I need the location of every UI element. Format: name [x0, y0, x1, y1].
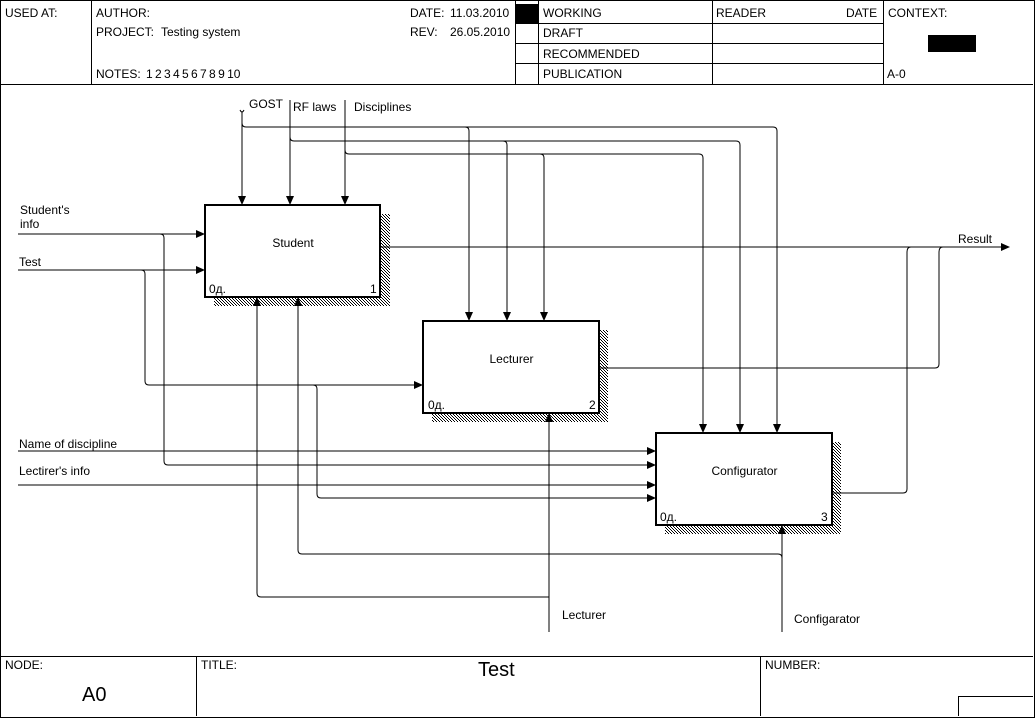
arrowhead [286, 196, 294, 205]
box-number: 1 [370, 282, 377, 296]
used-at-label: USED AT: [5, 6, 58, 20]
control-arrow [241, 122, 778, 432]
box-number: 3 [821, 510, 828, 524]
project-label: PROJECT: [96, 25, 155, 39]
arrowhead [503, 312, 511, 321]
output-arrow [833, 246, 912, 494]
input-arrow [140, 269, 422, 386]
arrowhead [253, 297, 261, 306]
arrowhead [699, 424, 707, 433]
footer-divider [760, 656, 761, 716]
mechanism-arrow [256, 298, 549, 598]
box-title-student: Student [272, 236, 314, 250]
header-divider [515, 0, 516, 84]
input-label-students-info: info [20, 217, 40, 231]
arrowhead [196, 230, 205, 238]
arrowhead [540, 312, 548, 321]
reader-date-label: DATE [846, 6, 878, 20]
date-label: DATE: [410, 6, 445, 20]
box-title-configurator: Configurator [711, 464, 778, 478]
node-label: NODE: [5, 658, 44, 672]
header-divider [538, 0, 539, 84]
box-code: 0д. [209, 282, 227, 296]
control-arrow [539, 153, 545, 320]
input-label-test: Test [19, 255, 42, 269]
context-thumbnail [928, 35, 976, 52]
box-number: 2 [589, 398, 596, 412]
box-code: 0д. [660, 510, 678, 524]
reader-label: READER [716, 6, 767, 20]
page-number-box [958, 696, 1033, 716]
control-arrow [289, 136, 741, 432]
arrowhead [647, 481, 656, 489]
activity-box-student[interactable] [204, 204, 381, 298]
header-row-line [515, 23, 883, 24]
feedback-arrow [312, 384, 655, 499]
input-label-name-of-discipline: Name of discipline [19, 437, 118, 451]
input-arrow [159, 233, 655, 466]
project-value: Testing system [161, 25, 241, 39]
node-value: A0 [82, 684, 107, 706]
title-label: TITLE: [201, 658, 238, 672]
box-code: 0д. [428, 398, 446, 412]
output-label-result: Result [958, 232, 993, 246]
status-publication: PUBLICATION [543, 67, 623, 81]
mechanism-arrow [297, 298, 783, 559]
status-draft: DRAFT [543, 26, 583, 40]
arrowhead [736, 424, 744, 433]
arrowhead [1001, 243, 1010, 251]
header-divider [91, 0, 92, 84]
activity-box-configurator[interactable] [655, 432, 833, 526]
control-label-gost: GOST [249, 97, 284, 111]
header-bottom-border [0, 84, 1033, 85]
input-label-students-info: Student's [20, 203, 70, 217]
header-divider [712, 0, 713, 84]
number-label: NUMBER: [765, 658, 821, 672]
rev-label: REV: [410, 25, 438, 39]
arrowhead [238, 196, 246, 205]
arrowhead [414, 381, 423, 389]
mechanism-label-lecturer: Lecturer [562, 608, 607, 622]
control-arrow [344, 149, 704, 432]
control-arrow [464, 126, 470, 320]
header-row-line [515, 63, 883, 64]
notes-label: NOTES: [96, 67, 141, 81]
working-status-marker [516, 4, 538, 23]
tunnel-mark [239, 109, 245, 113]
author-label: AUTHOR: [96, 6, 150, 20]
header-row-line [515, 43, 883, 44]
header-divider [883, 0, 884, 84]
notes-values: 1 2 3 4 5 6 7 8 9 10 [146, 67, 241, 81]
arrowhead [545, 413, 553, 422]
arrowhead [647, 461, 656, 469]
input-label-lecturers-info: Lectirer's info [19, 464, 90, 478]
arrowhead [647, 494, 656, 502]
arrowhead [647, 447, 656, 455]
arrowhead [778, 525, 786, 534]
arrowhead [196, 266, 205, 274]
control-label-rf-laws: RF laws [293, 100, 337, 114]
footer-top-border [0, 656, 1033, 657]
mechanism-label-configarator: Configarator [794, 612, 861, 626]
arrowhead [773, 424, 781, 433]
arrowhead [341, 196, 349, 205]
diagram-title: Test [478, 659, 515, 681]
context-label: CONTEXT: [888, 6, 948, 20]
box-title-lecturer: Lecturer [489, 352, 534, 366]
context-node: A-0 [887, 67, 906, 81]
arrowhead [465, 312, 473, 321]
control-arrow [502, 140, 508, 320]
footer-divider [196, 656, 197, 716]
activity-box-lecturer[interactable] [422, 320, 600, 414]
status-recommended: RECOMMENDED [543, 47, 640, 61]
control-label-disciplines: Disciplines [354, 100, 412, 114]
rev-value: 26.05.2010 [450, 25, 511, 39]
output-arrow [600, 246, 944, 369]
status-working: WORKING [543, 6, 602, 20]
arrowhead [294, 297, 302, 306]
date-value: 11.03.2010 [450, 6, 510, 20]
